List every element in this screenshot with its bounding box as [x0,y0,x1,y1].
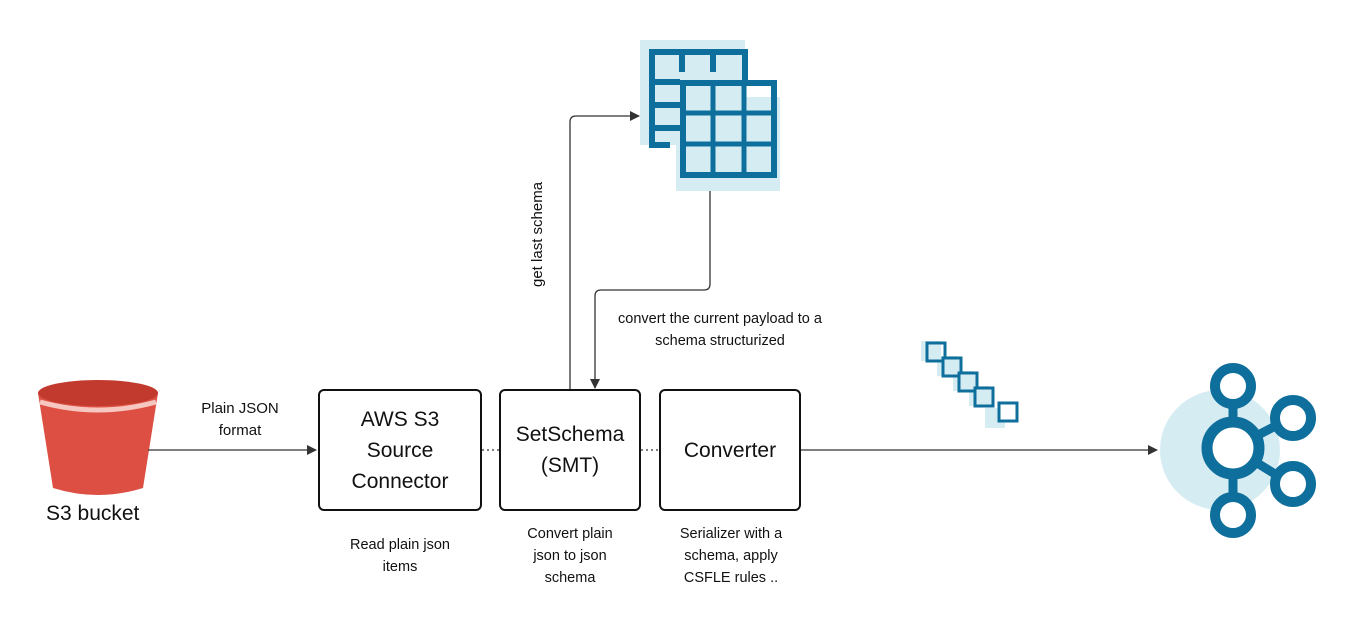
source-connector-caption: Read plain json items [318,534,482,578]
converter-caption-line3: CSFLE rules .. [683,570,779,586]
set-schema-caption-line1: Convert plain [527,526,613,542]
set-schema-title: SetSchema (SMT) [515,423,625,477]
edge-label-convert-payload: convert the current payload to a schema … [588,308,852,352]
table-grid-icon [640,40,780,191]
set-schema-box[interactable]: SetSchema (SMT) [499,389,641,511]
converter-caption-line2: schema, apply [684,548,778,564]
set-schema-caption: Convert plain json to json schema [499,523,641,589]
edge-apply-schema [590,191,711,389]
s3-bucket-icon [38,380,158,495]
converter-box[interactable]: Converter [659,389,801,511]
edge-label-plain-json-line2: format [218,422,262,439]
edge-label-plain-json: Plain JSON format [180,398,300,442]
edge-get-last-schema [569,111,640,390]
message-stream-icon [921,341,1019,428]
kafka-icon [1160,363,1316,538]
edge-label-get-last-schema: get last schema [529,181,546,287]
converter-caption: Serializer with a schema, apply CSFLE ru… [652,523,810,589]
set-schema-caption-line3: schema [544,570,596,586]
converter-caption-line1: Serializer with a [679,526,783,542]
s3-bucket-label: S3 bucket [46,502,140,525]
source-connector-box[interactable]: AWS S3 Source Connector [318,389,482,511]
source-connector-caption-line2: items [382,559,418,575]
edge-label-plain-json-line1: Plain JSON [201,400,279,417]
set-schema-caption-line2: json to json [533,548,607,564]
edge-label-convert-payload-line2: schema structurized [655,333,785,349]
source-connector-title: AWS S3 Source Connector [351,407,449,493]
source-connector-caption-line1: Read plain json [350,537,450,553]
converter-title: Converter [683,438,777,462]
edge-label-convert-payload-line1: convert the current payload to a [618,311,822,327]
